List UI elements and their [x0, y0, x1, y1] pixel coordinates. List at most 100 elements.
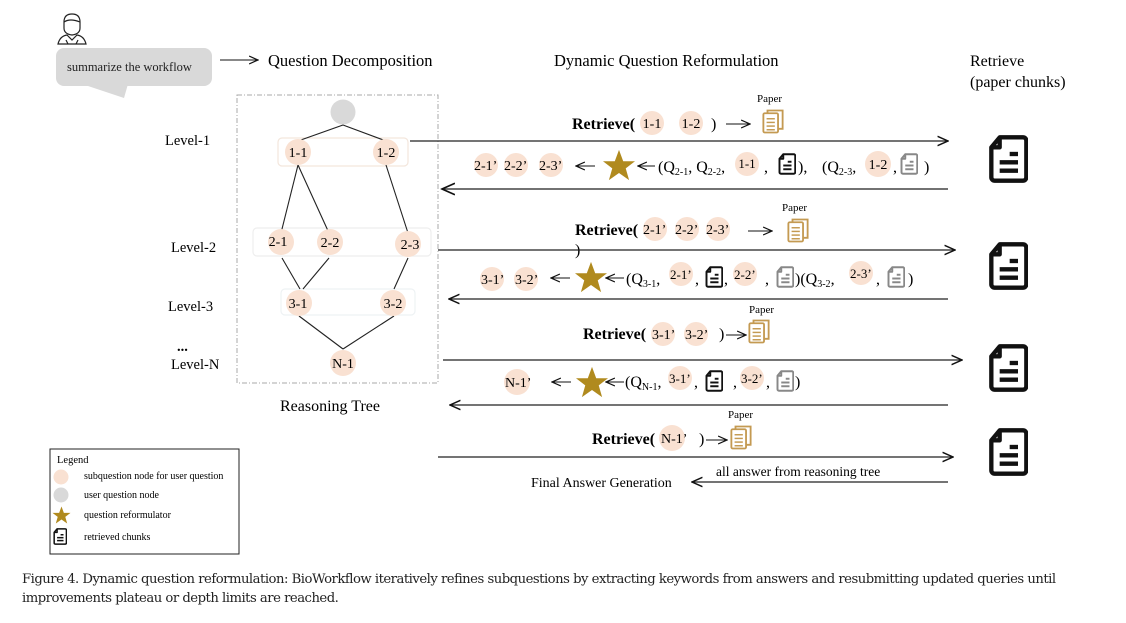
retrieved-chunks-icon [991, 244, 1026, 287]
svg-text:2-3: 2-3 [401, 238, 420, 253]
comma: , [764, 159, 768, 176]
star-icon [575, 261, 607, 293]
output-node: N-1’ [505, 376, 531, 391]
tree-node: 1-1 [285, 139, 311, 165]
level-label: ... [177, 339, 188, 355]
reformulation-input: )(Q3-2, [795, 271, 835, 290]
user-query-text: summarize the workflow [67, 60, 192, 74]
node-bubble [684, 322, 708, 346]
paper-label: Paper [782, 202, 807, 214]
level-label: Level-1 [165, 133, 210, 149]
paper-icon [730, 425, 752, 450]
tree-node: 3-2 [380, 290, 406, 316]
paper-icon [748, 319, 770, 344]
legend-item-label: retrieved chunks [84, 532, 150, 543]
reasoning-tree-title: Reasoning Tree [280, 398, 380, 415]
input-node: 3-1’ [669, 371, 691, 386]
user-question-node-icon [53, 487, 69, 503]
input-node: 2-3’ [850, 266, 872, 281]
query-bubble: summarize the workflow [56, 48, 212, 98]
svg-text:2-1: 2-1 [269, 235, 288, 250]
legend-title: Legend [57, 455, 89, 466]
retrieve-label: Retrieve( [575, 222, 638, 239]
tree-node: 1-2 [373, 139, 399, 165]
paper-label: Paper [749, 304, 774, 316]
reasoning-tree-box [236, 94, 439, 384]
retrieve-node: 1-2 [682, 117, 701, 132]
tree-edges [280, 124, 409, 350]
comma: , [876, 271, 880, 288]
svg-text:3-1: 3-1 [289, 297, 308, 312]
retrieve-node: 2-1’ [643, 223, 666, 238]
close-paren: ) [924, 159, 929, 176]
input-node: 1-2 [869, 158, 888, 173]
svg-text:2-2: 2-2 [321, 236, 340, 251]
node-bubble [669, 262, 693, 286]
close-paren: ) [908, 271, 913, 288]
comma: , [765, 271, 769, 288]
output-node: 3-2’ [515, 273, 538, 288]
output-node: 3-1’ [481, 273, 504, 288]
document-icon [705, 266, 723, 288]
legend-item-label: user question node [84, 490, 160, 501]
reformulation-header: Dynamic Question Reformulation [554, 51, 779, 70]
svg-text:3-2: 3-2 [384, 297, 403, 312]
retrieve-node: 1-1 [643, 117, 662, 132]
input-node: 1-1 [738, 156, 755, 171]
node-bubble [474, 153, 498, 177]
retrieved-chunks-icon [991, 430, 1026, 473]
retrieve-node: 3-2’ [685, 328, 708, 343]
user-icon [57, 13, 87, 45]
output-node: 2-1’ [474, 159, 497, 174]
tree-node: 2-3 [395, 231, 421, 257]
reformulation-input: (QN-1, [625, 374, 661, 393]
retrieve-node: 2-3’ [706, 223, 729, 238]
legend: Legend subquestion node for user questio… [49, 448, 240, 555]
legend-item-label: question reformulator [84, 510, 172, 521]
comma: , [766, 374, 770, 391]
retrieve-close: ) [699, 431, 704, 448]
retrieve-close: ) [711, 116, 716, 133]
subquestion-node-icon [53, 469, 69, 485]
document-icon [887, 266, 905, 288]
node-bubble [733, 262, 757, 286]
comma: , [733, 374, 737, 391]
node-bubble [668, 366, 692, 390]
node-bubble [504, 369, 530, 395]
node-bubble [675, 217, 699, 241]
tree-node: 2-2 [317, 229, 343, 255]
node-bubble [865, 151, 891, 177]
user-question-node [330, 99, 356, 125]
svg-text:1-2: 1-2 [377, 146, 396, 161]
comma: ), [798, 159, 807, 176]
paper-label: Paper [728, 409, 753, 421]
reformulation-input: (Q2-3, [822, 159, 856, 178]
document-icon [900, 153, 918, 175]
retrieve-node: 3-1’ [652, 328, 675, 343]
tree-node: N-1 [330, 350, 356, 376]
node-bubble [735, 152, 759, 176]
legend-item-label: subquestion node for user question [84, 471, 223, 482]
input-node: 2-1’ [670, 267, 692, 282]
input-node: 2-2’ [734, 267, 756, 282]
close-paren: ) [795, 374, 800, 391]
document-icon [778, 153, 796, 175]
star-icon [576, 366, 608, 398]
document-icon [776, 370, 794, 392]
retrieved-chunks-icon [991, 346, 1026, 389]
node-bubble [504, 153, 528, 177]
retrieve-node: 2-2’ [675, 223, 698, 238]
node-bubble [651, 322, 675, 346]
node-bubble [514, 267, 538, 291]
retrieved-chunks-icon [991, 137, 1026, 180]
level-label: Level-N [171, 357, 220, 373]
retrieve-node: N-1’ [661, 432, 687, 447]
final-arrow-label: all answer from reasoning tree [716, 464, 880, 479]
paper-label: Paper [757, 93, 782, 105]
retrieve-label: Retrieve( [592, 431, 655, 448]
output-node: 2-3’ [539, 159, 562, 174]
tree-node: 3-1 [286, 290, 312, 316]
tree-node: 2-1 [268, 229, 294, 255]
level-label: Level-3 [168, 299, 213, 315]
